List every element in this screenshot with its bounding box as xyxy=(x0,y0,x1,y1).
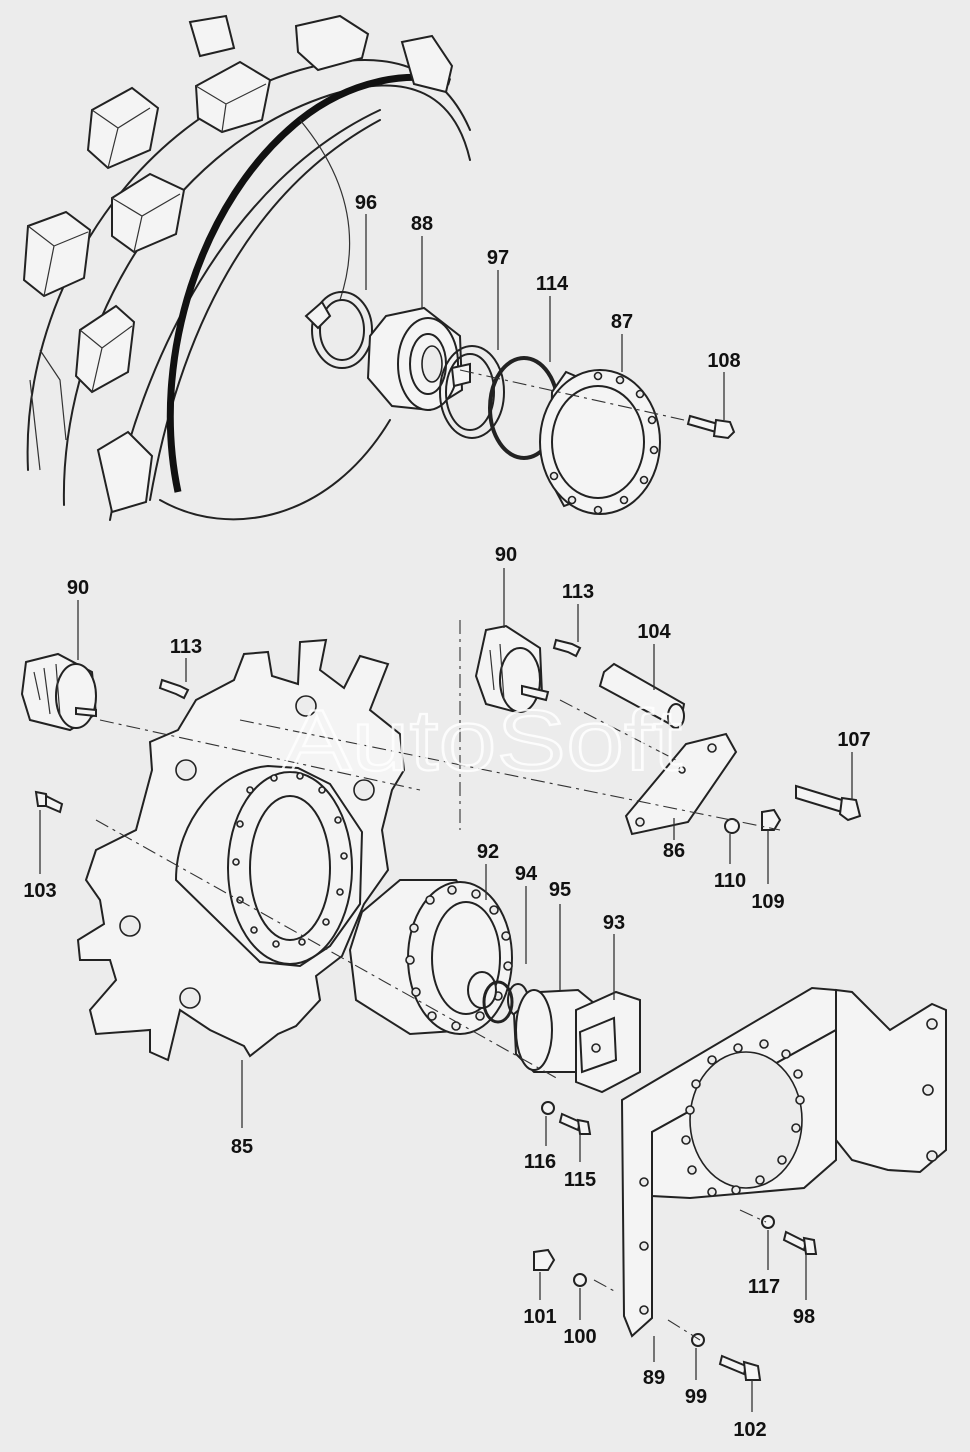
callout-103: 103 xyxy=(23,880,56,902)
callout-110: 110 xyxy=(714,870,746,892)
callout-114: 114 xyxy=(536,273,569,295)
washer-116 xyxy=(541,1101,555,1115)
leader-lines xyxy=(39,214,853,1412)
hydraulic-motor-93 xyxy=(512,988,641,1094)
callout-92: 92 xyxy=(477,841,499,863)
callout-88: 88 xyxy=(411,213,433,235)
drum-wheel xyxy=(22,14,471,521)
washer-100 xyxy=(573,1273,587,1287)
autosoft-watermark: AutoSoft xyxy=(282,693,682,789)
ring-97 xyxy=(439,345,505,439)
callout-107: 107 xyxy=(837,729,870,751)
hub-cap-87 xyxy=(539,369,661,515)
nut-101 xyxy=(533,1248,556,1271)
screw-113-right xyxy=(552,638,582,658)
callout-116: 116 xyxy=(524,1151,556,1173)
callout-94: 94 xyxy=(515,863,538,885)
callout-96: 96 xyxy=(355,192,377,214)
callout-90-right: 90 xyxy=(495,544,517,566)
callout-101: 101 xyxy=(523,1306,556,1328)
rubber-mount-90-right xyxy=(474,624,550,714)
callout-104: 104 xyxy=(637,621,671,643)
bearing-88 xyxy=(366,306,464,412)
callout-labels: 96 88 97 114 87 108 90 90 113 113 104 10… xyxy=(23,192,870,1441)
callout-109: 109 xyxy=(751,891,784,913)
callout-85: 85 xyxy=(231,1136,253,1158)
screw-113-left xyxy=(158,678,190,700)
callout-86: 86 xyxy=(663,840,685,862)
bolt-107 xyxy=(795,784,862,822)
callout-93: 93 xyxy=(603,912,625,934)
bolt-108 xyxy=(686,414,736,440)
callout-87: 87 xyxy=(611,311,633,333)
callout-90-left: 90 xyxy=(67,577,89,599)
washer-117 xyxy=(761,1215,775,1229)
callout-115: 115 xyxy=(564,1169,596,1191)
callout-102: 102 xyxy=(733,1419,766,1441)
pin-104 xyxy=(598,662,686,729)
o-ring-94 xyxy=(482,980,514,1024)
callout-95: 95 xyxy=(549,879,571,901)
callout-99: 99 xyxy=(685,1386,707,1408)
callout-100: 100 xyxy=(563,1326,596,1348)
bolt-102 xyxy=(718,1354,762,1381)
plate-86 xyxy=(624,732,738,836)
callout-113-right: 113 xyxy=(562,581,594,603)
nut-109 xyxy=(761,808,782,831)
washer-110 xyxy=(724,818,740,834)
callout-98: 98 xyxy=(793,1306,815,1328)
callout-97: 97 xyxy=(487,247,509,269)
callout-117: 117 xyxy=(748,1276,780,1298)
bracket-89 xyxy=(620,986,947,1338)
callout-89: 89 xyxy=(643,1367,665,1389)
rubber-mount-90-left xyxy=(20,652,98,732)
callout-108: 108 xyxy=(707,350,740,372)
gearbox-92 xyxy=(348,879,513,1036)
center-lines xyxy=(95,369,781,1341)
bolt-98 xyxy=(782,1230,818,1255)
bolt-115 xyxy=(558,1112,592,1135)
snap-ring-96 xyxy=(304,291,373,369)
sprocket-85 xyxy=(76,638,406,1062)
bolt-103 xyxy=(34,790,64,814)
callout-113-left: 113 xyxy=(170,636,202,658)
